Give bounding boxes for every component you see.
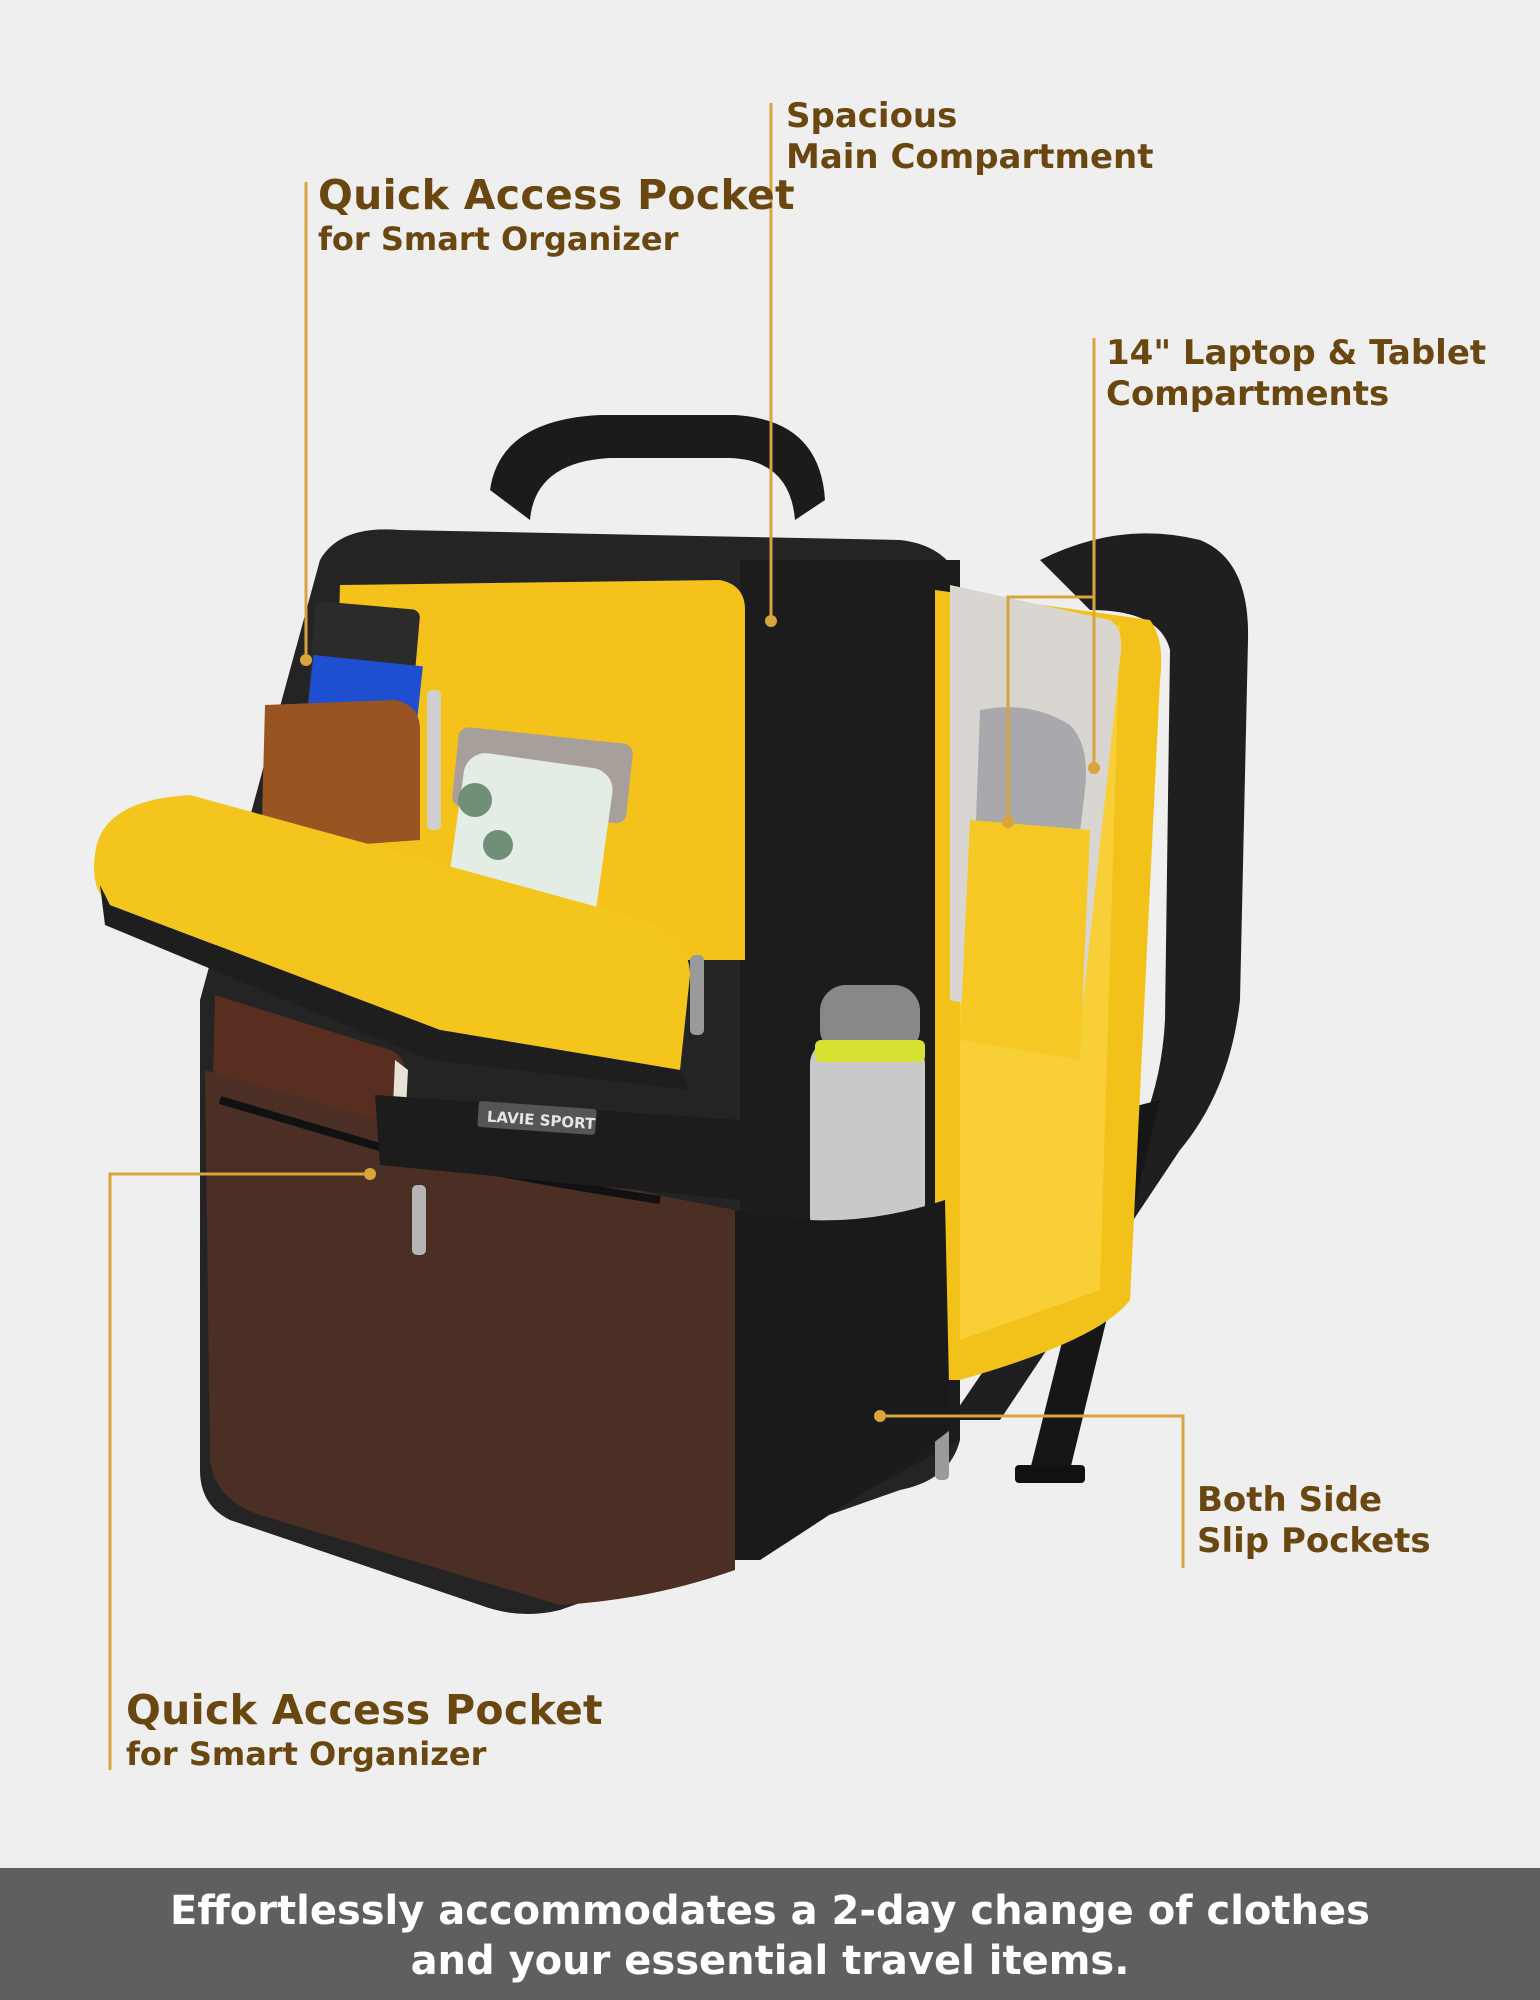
callout-title: Quick Access Pocket: [126, 1686, 603, 1734]
leather-stripe: [375, 1095, 740, 1200]
callout-laptop-tablet: 14" Laptop & Tablet Compartments: [1106, 333, 1486, 416]
callout-quick-access-pocket-top: Quick Access Pocket for Smart Organizer: [318, 170, 795, 259]
callout-side-slip-pockets: Both Side Slip Pockets: [1197, 1480, 1431, 1563]
zipper-pull-flap: [690, 955, 704, 1035]
front-flap: [94, 795, 690, 1070]
tablet-sleeve: [960, 820, 1090, 1060]
leader-dot-quick-pocket-bottom: [364, 1168, 376, 1180]
leader-laptop-branch: [1006, 595, 1094, 822]
brand-logo: [477, 1101, 597, 1135]
pen: [427, 690, 441, 830]
top-handle: [490, 415, 825, 520]
callout-line1: Spacious: [786, 96, 958, 136]
bottle-cap: [820, 985, 920, 1055]
callout-quick-access-pocket-bottom: Quick Access Pocket for Smart Organizer: [126, 1685, 603, 1774]
callout-main-compartment: Spacious Main Compartment: [786, 96, 1153, 179]
callout-title: Quick Access Pocket: [318, 171, 795, 219]
leader-side-pockets: [880, 1414, 1185, 1568]
leader-dot-laptop: [1088, 762, 1100, 774]
leader-dot-tablet: [1002, 816, 1014, 828]
footer-line2: and your essential travel items.: [410, 1938, 1130, 1984]
callout-line2: Compartments: [1106, 374, 1390, 415]
callout-line1: 14" Laptop & Tablet: [1106, 333, 1487, 373]
water-bottle: [810, 1040, 925, 1240]
leader-dot-side-pockets: [874, 1410, 886, 1422]
leader-dot-main-compartment: [765, 615, 777, 627]
wallet: [261, 700, 420, 850]
zipper-pull: [412, 1185, 426, 1255]
phone-camera: [458, 783, 492, 817]
leader-quick-pocket-bottom: [108, 1172, 370, 1770]
bottle-cap-band: [815, 1040, 925, 1062]
callout-line2: Slip Pockets: [1197, 1521, 1431, 1562]
backpack-illustration: LAVIE SPORT: [94, 103, 1249, 1770]
phone-camera-2: [483, 830, 513, 860]
leader-lines: [108, 103, 1185, 1770]
callout-subtitle: for Smart Organizer: [318, 220, 679, 259]
strap-buckle: [1015, 1465, 1085, 1483]
front-leather-panel: [205, 1070, 735, 1605]
side-slip-pocket: [735, 1200, 950, 1560]
footer-line1: Effortlessly accommodates a 2-day change…: [170, 1888, 1370, 1934]
callout-subtitle: for Smart Organizer: [126, 1735, 487, 1774]
shoulder-strap: [950, 533, 1249, 1420]
front-flap-edge: [100, 885, 690, 1090]
footer-banner: Effortlessly accommodates a 2-day change…: [0, 1868, 1540, 2000]
callout-line2: Main Compartment: [786, 137, 1154, 178]
leader-dot-quick-pocket-top: [300, 654, 312, 666]
callout-line1: Both Side: [1197, 1480, 1383, 1520]
